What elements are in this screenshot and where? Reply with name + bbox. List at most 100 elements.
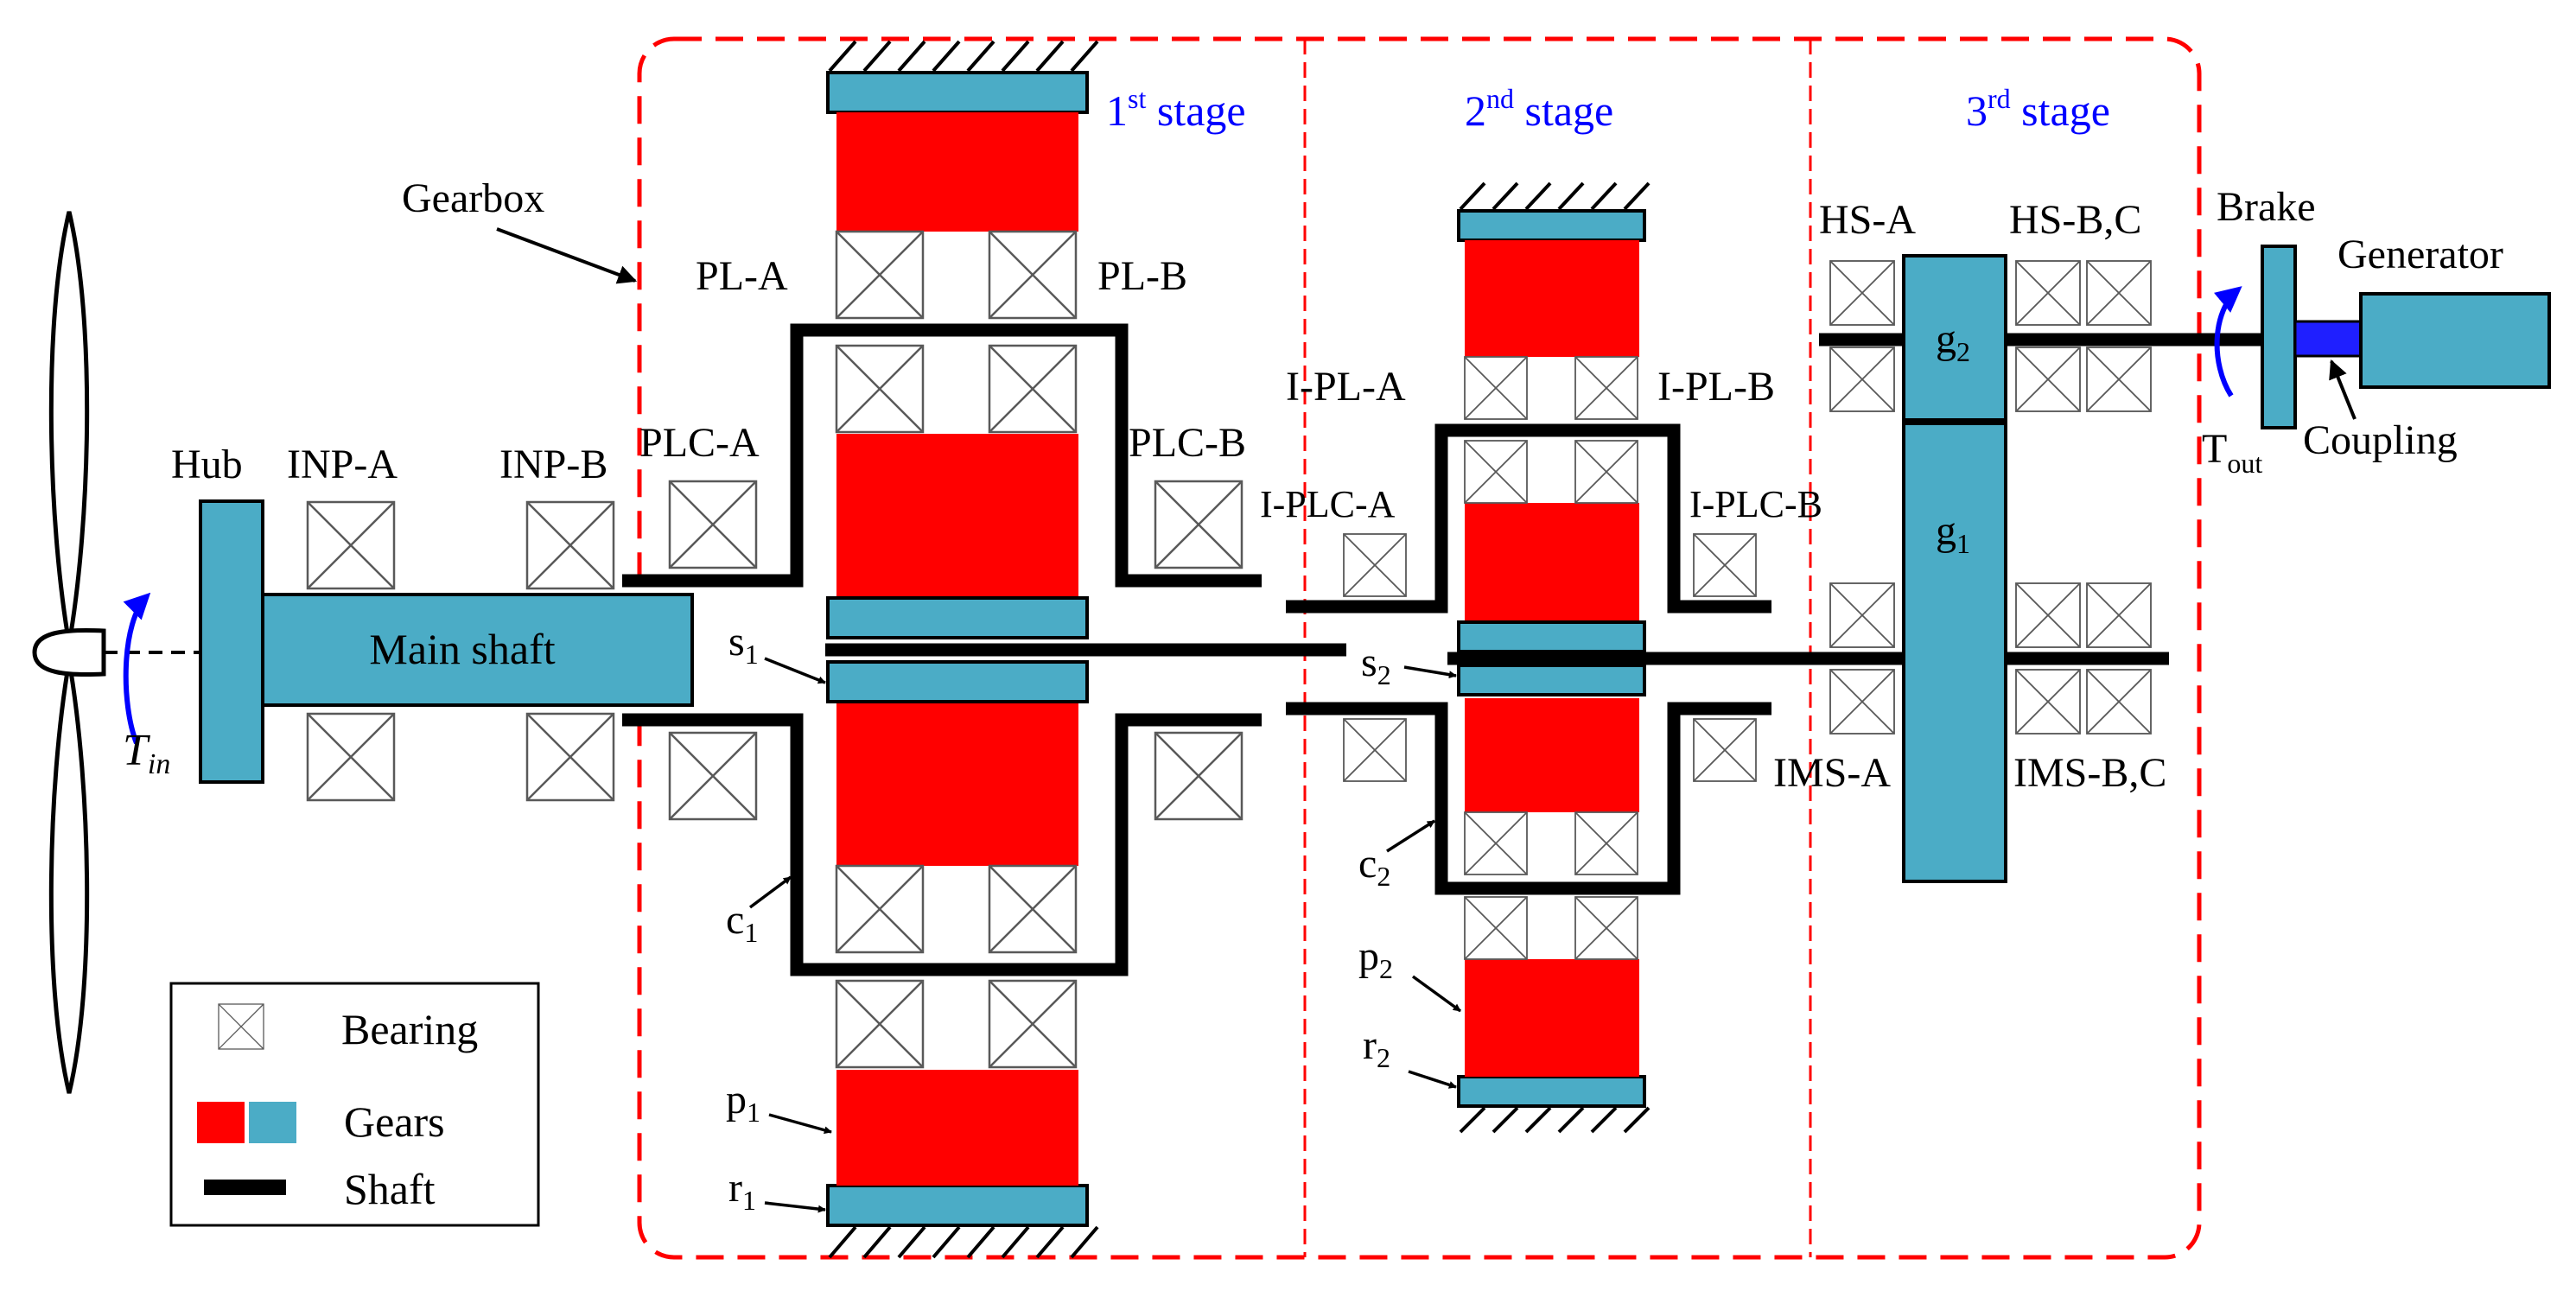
planet-gear-2-top-outer [1465, 240, 1639, 357]
g1-label: g1 [1936, 508, 1970, 559]
planet-gear-1-bottom-inner [836, 702, 1078, 866]
r2-pointer [1408, 1070, 1457, 1089]
bearing-hs-b-top [2015, 260, 2081, 326]
sun-gear-1-top [826, 596, 1089, 639]
coupling-pointer [2329, 359, 2357, 420]
bearing-inp-b-bottom [525, 712, 615, 802]
legend-gears-label: Gears [344, 1097, 445, 1146]
ring-gear-2-top [1457, 209, 1646, 242]
ring-gear-2-bottom [1457, 1075, 1646, 1108]
bearing-pl-b-mid-top [988, 344, 1078, 434]
sun-gear-2-top [1457, 620, 1646, 653]
bearing-pl-a-mid-bottom [835, 864, 925, 954]
bearing-i-pl-a-mid-bottom [1464, 811, 1528, 875]
bearing-i-plc-b-bottom [1693, 718, 1757, 782]
bearing-pl-a-bottom [835, 979, 925, 1069]
bearing-i-pl-b-mid-bottom [1574, 811, 1638, 875]
bearing-inp-a-bottom [306, 712, 396, 802]
ring-gear-2-hatch-top [1459, 181, 1651, 211]
hub [199, 499, 264, 784]
bearing-ims-c-bottom [2086, 669, 2152, 735]
bearing-i-pl-a-mid-top [1464, 440, 1528, 504]
ring-gear-1-bottom [826, 1184, 1089, 1227]
planet-gear-2-bottom-inner [1465, 698, 1639, 812]
planet-gear-1-top-outer [836, 112, 1078, 232]
ring-gear-1-top [826, 71, 1089, 114]
ring-gear-1-hatch-bottom [828, 1225, 1099, 1259]
stage-3-label: 3rd stage [1966, 83, 2110, 135]
hub-label: Hub [171, 442, 243, 487]
i-pl-b-label: I-PL-B [1657, 364, 1775, 410]
generator [2359, 292, 2551, 389]
planet-gear-1-top-inner [836, 434, 1078, 598]
c2-label: c2 [1358, 841, 1390, 892]
planet-gear-2-bottom-outer [1465, 959, 1639, 1077]
sun-gear-1-bottom [826, 660, 1089, 703]
bearing-i-pl-b-bottom [1574, 896, 1638, 960]
t-in-label: Tin [123, 726, 170, 780]
bearing-i-plc-a-bottom [1343, 718, 1407, 782]
ims-a-label: IMS-A [1773, 750, 1891, 796]
c1-pointer [748, 875, 792, 909]
bearing-i-pl-a-bottom [1464, 896, 1528, 960]
inp-b-label: INP-B [499, 442, 607, 487]
bearing-pl-a-top [835, 230, 925, 320]
inp-a-label: INP-A [287, 442, 398, 487]
g2-label: g2 [1936, 316, 1970, 367]
bearing-plc-a-bottom [668, 731, 758, 821]
bearing-ims-b-top [2015, 582, 2081, 648]
main-shaft-label: Main shaft [369, 625, 555, 673]
stage-1-label: 1st stage [1106, 83, 1246, 135]
bearing-inp-b-top [525, 500, 615, 590]
s1-pointer [764, 657, 826, 684]
legend-gear-red-icon [197, 1102, 245, 1143]
ims-bc-label: IMS-B,C [2013, 750, 2166, 796]
main-shaft [261, 593, 694, 707]
p1-pointer [768, 1113, 832, 1135]
bearing-ims-b-bottom [2015, 669, 2081, 735]
p1-label: p1 [726, 1077, 760, 1128]
bearing-hs-c-top [2086, 260, 2152, 326]
c2-pointer [1386, 819, 1435, 853]
r1-label: r1 [728, 1165, 756, 1216]
s2-label: s2 [1361, 639, 1391, 690]
bearing-plc-b-bottom [1154, 731, 1243, 821]
t-out-arrow [2213, 286, 2242, 397]
bearing-hs-b-bottom [2015, 347, 2081, 412]
legend-shaft-label: Shaft [344, 1165, 436, 1213]
brake [2261, 245, 2297, 429]
bearing-hs-a-top [1829, 260, 1895, 326]
bearing-i-pl-b-top [1574, 356, 1638, 420]
s1-label: s1 [728, 619, 759, 670]
coupling [2293, 320, 2363, 358]
t-in-arrow [123, 592, 151, 745]
ring-gear-2-hatch-bottom [1459, 1106, 1651, 1134]
bearing-ims-c-top [2086, 582, 2152, 648]
legend-bearing-label: Bearing [341, 1005, 478, 1053]
r1-pointer [764, 1201, 826, 1213]
t-out-label: Tout [2202, 426, 2262, 479]
coupling-label: Coupling [2303, 417, 2458, 463]
bearing-ims-a-bottom [1829, 669, 1895, 735]
bearing-i-plc-b-top [1693, 533, 1757, 597]
generator-label: Generator [2337, 232, 2503, 277]
i-plc-b-label: I-PLC-B [1689, 483, 1822, 525]
bearing-i-pl-b-mid-top [1574, 440, 1638, 504]
planet-gear-2-top-inner [1465, 503, 1639, 622]
ring-gear-1-hatch-top [828, 40, 1099, 73]
bearing-hs-a-bottom [1829, 347, 1895, 412]
pl-a-label: PL-A [696, 253, 788, 299]
p2-label: p2 [1358, 933, 1393, 984]
p2-pointer [1411, 975, 1462, 1013]
bearing-pl-a-mid-top [835, 344, 925, 434]
c1-label: c1 [726, 897, 758, 948]
bearing-plc-b-top [1154, 480, 1243, 569]
r2-label: r2 [1363, 1022, 1390, 1073]
sun-gear-2-bottom [1457, 664, 1646, 696]
legend-shaft-icon [204, 1180, 286, 1195]
gearbox-pointer [496, 227, 638, 284]
rotor-blades [32, 211, 106, 1094]
hs-bc-label: HS-B,C [2009, 197, 2141, 243]
bearing-inp-a-top [306, 500, 396, 590]
